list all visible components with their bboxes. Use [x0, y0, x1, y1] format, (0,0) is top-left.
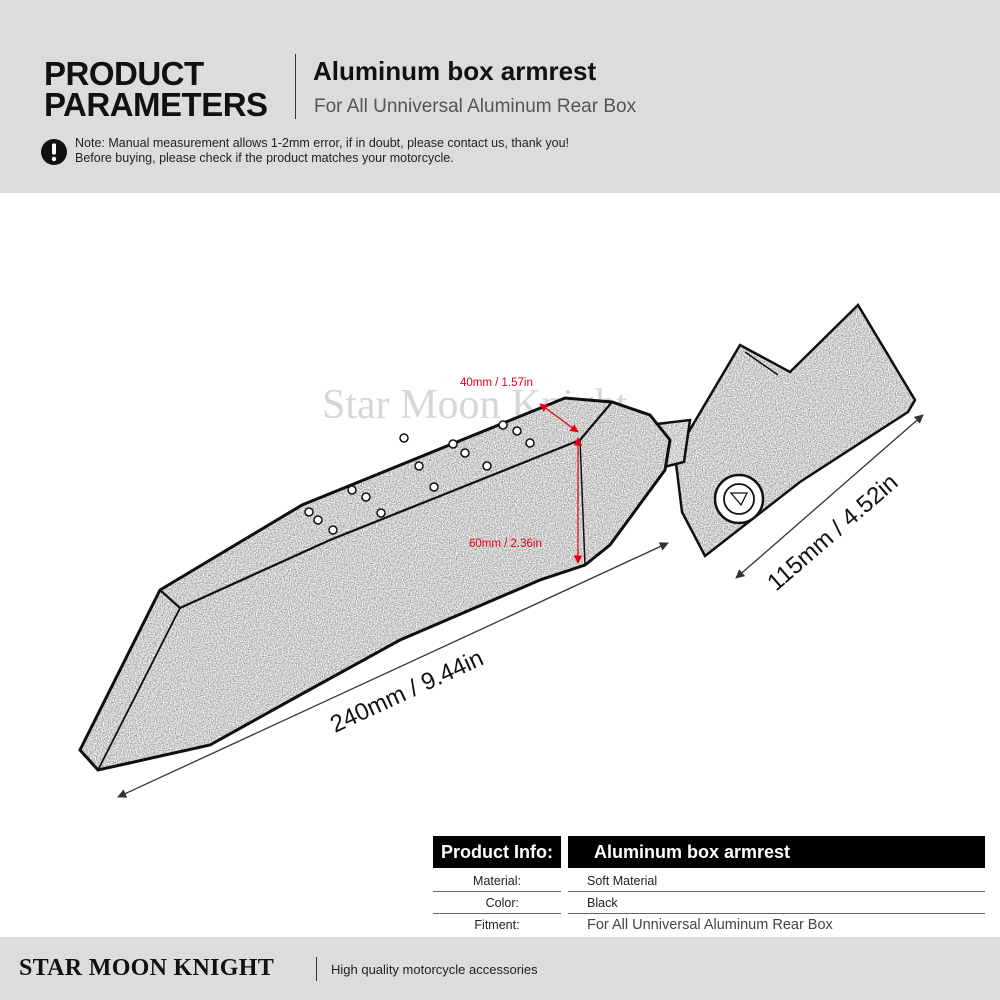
table-row-fitment: Fitment: For All Unniversal Aluminum Rea… [433, 914, 985, 936]
heading-line-1: PRODUCT [44, 55, 204, 92]
footer-divider [316, 957, 317, 981]
length-dimension-line [117, 542, 669, 798]
product-info-label: Product Info: [433, 836, 561, 868]
table-row-material: Material: Soft Material [433, 870, 985, 892]
footer-tagline: High quality motorcycle accessories [331, 962, 538, 977]
footer-banner: STAR MOON KNIGHT High quality motorcycle… [0, 937, 1000, 1000]
material-value: Soft Material [568, 870, 985, 892]
exclamation-circle-icon [41, 139, 67, 165]
product-info-value: Aluminum box armrest [568, 836, 985, 868]
table-row-color: Color: Black [433, 892, 985, 914]
height-dimension-label: 60mm / 2.36in [469, 538, 542, 550]
bolt-icon [713, 473, 765, 525]
material-label: Material: [433, 870, 561, 892]
mounting-plate [673, 302, 917, 558]
fitment-value: For All Unniversal Aluminum Rear Box [587, 917, 833, 933]
header-banner: PRODUCT PARAMETERS Aluminum box armrest … [0, 0, 1000, 193]
armrest-dimension-drawing: Star Moon Knight 240mm / 9.44in 115mm / … [78, 302, 924, 798]
note-line-2: Before buying, please check if the produ… [75, 151, 454, 165]
measurement-note: Note: Manual measurement allows 1-2mm er… [75, 136, 569, 166]
product-parameters-heading: PRODUCT PARAMETERS [44, 55, 268, 123]
footer-brand: STAR MOON KNIGHT [19, 955, 275, 981]
product-title: Aluminum box armrest [313, 56, 597, 86]
top-dimension-label: 40mm / 1.57in [460, 377, 533, 389]
product-subtitle: For All Unniversal Aluminum Rear Box [314, 96, 637, 117]
rivets [304, 420, 535, 535]
top-dimension-line [539, 403, 579, 433]
note-line-1: Note: Manual measurement allows 1-2mm er… [75, 136, 569, 150]
width-dimension-line [735, 414, 924, 579]
color-label: Color: [433, 892, 561, 914]
fitment-label: Fitment: [474, 918, 520, 932]
heading-line-2: PARAMETERS [44, 86, 268, 123]
header-divider [295, 54, 296, 119]
color-value: Black [568, 892, 985, 914]
